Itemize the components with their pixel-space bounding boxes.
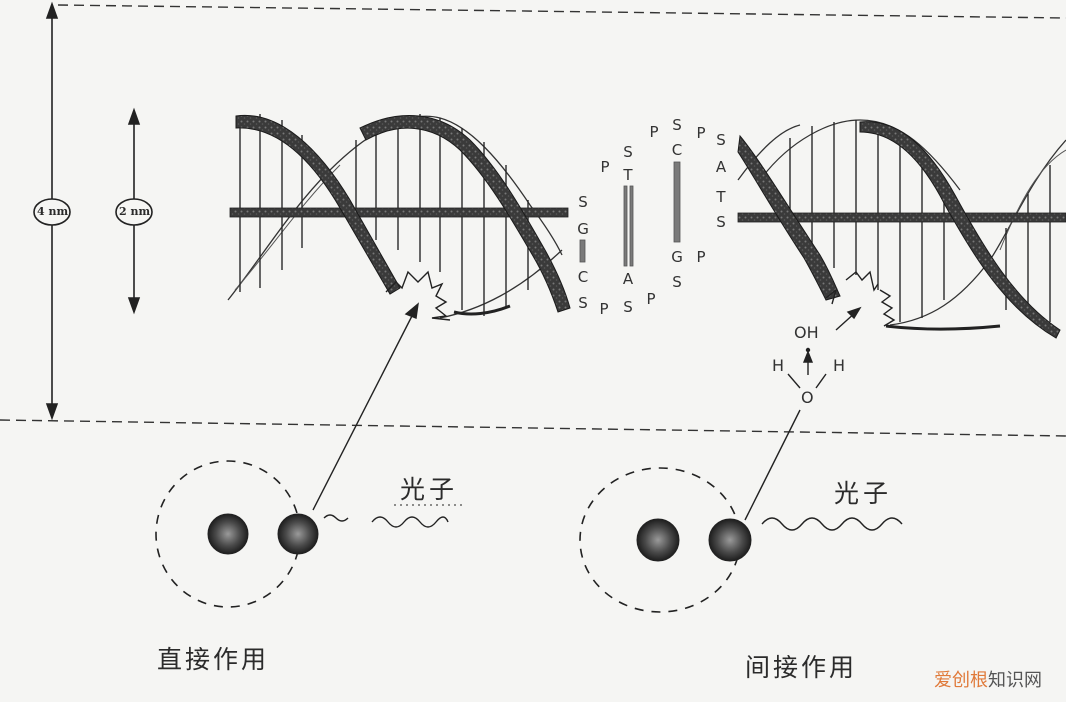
base-letter: S — [672, 273, 682, 291]
base-letter: S — [623, 298, 633, 316]
photon-label-indirect: 光子 — [834, 479, 893, 508]
direct-action-title: 直接作用 — [157, 645, 270, 674]
hydrogen-right-label: H — [833, 356, 846, 375]
scale-arrow-4nm — [33, 1, 71, 421]
phosphate-label: P — [649, 123, 659, 141]
scale-label-4nm: 4 nm — [37, 205, 69, 218]
oxygen-label: O — [801, 388, 814, 407]
base-letter: G — [671, 248, 683, 266]
hydroxyl-radical-label: OH — [794, 323, 819, 342]
phosphate-label: P — [696, 248, 706, 266]
phosphate-label: P — [600, 158, 610, 176]
direct-atom — [155, 460, 464, 608]
watermark-suffix: 知识网 — [988, 670, 1042, 691]
scale-label-2nm: 2 nm — [119, 205, 151, 218]
base-letter: S — [716, 213, 726, 231]
hydrogen-left-label: H — [772, 356, 785, 375]
base-letter: A — [622, 270, 634, 288]
phosphate-label: P — [696, 124, 706, 142]
interaction-arrows — [312, 302, 862, 521]
base-pair-bars — [579, 161, 681, 267]
watermark-brand: 爱创根 — [934, 670, 988, 691]
base-letter: C — [671, 141, 683, 159]
base-letter: G — [577, 220, 589, 238]
dna-helix-left — [227, 114, 571, 321]
base-letter: S — [672, 116, 682, 134]
dashed-boundaries — [0, 4, 1066, 437]
base-letter: S — [578, 294, 588, 312]
base-letter: S — [623, 143, 633, 161]
phosphate-label: P — [646, 290, 656, 308]
scale-arrow-2nm — [115, 107, 153, 315]
indirect-action-title: 间接作用 — [745, 653, 858, 682]
watermark: 爱创根知识网 — [934, 666, 1042, 692]
base-letter: S — [578, 193, 588, 211]
base-letter: T — [716, 188, 726, 206]
phosphate-label: P — [599, 300, 609, 318]
base-letter: C — [577, 268, 589, 286]
base-letter: S — [716, 131, 726, 149]
dna-helix-right — [737, 119, 1066, 339]
base-letter: A — [715, 158, 727, 176]
indirect-atom — [579, 467, 903, 613]
base-letter: T — [623, 166, 633, 184]
photon-label-direct: 光子 — [400, 475, 459, 504]
